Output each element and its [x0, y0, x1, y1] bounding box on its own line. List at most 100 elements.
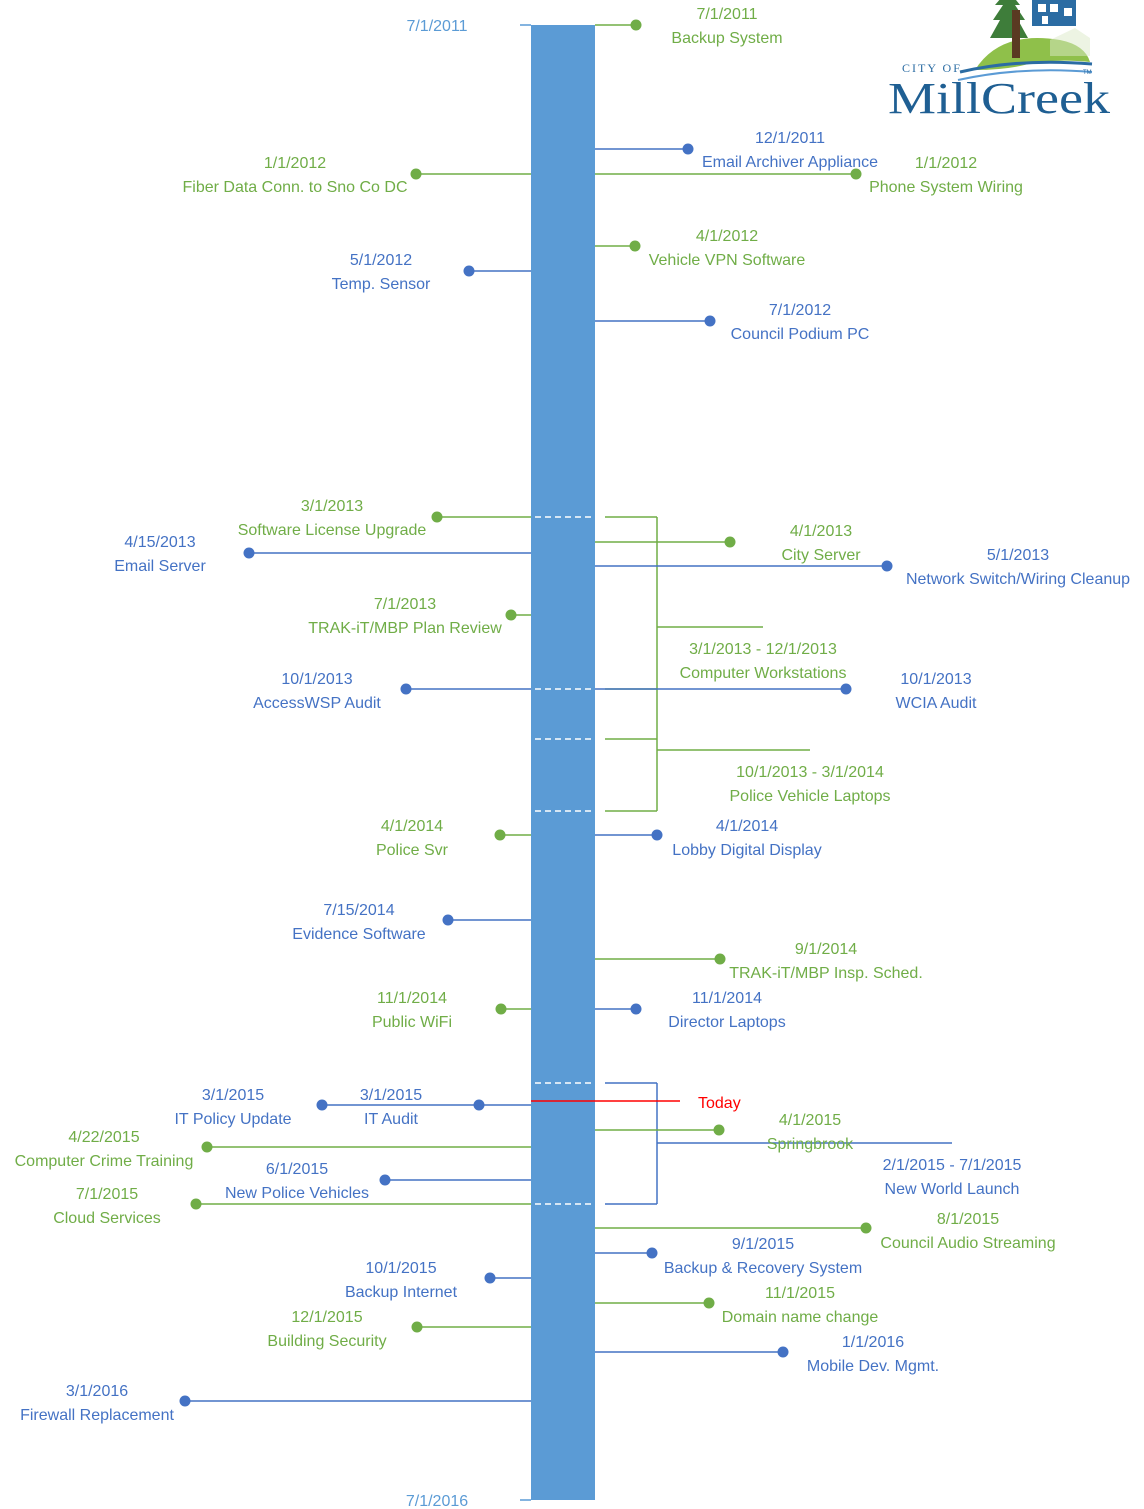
range-dates-new-world-launch: 2/1/2015 - 7/1/2015: [883, 1157, 1022, 1174]
range-dates-computer-workstations: 3/1/2013 - 12/1/2013: [689, 641, 837, 658]
milestone-date-council-audio-streaming: 8/1/2015: [937, 1211, 999, 1228]
milestone-name-email-server: Email Server: [114, 558, 206, 575]
milestone-dot-public-wifi: [495, 1003, 507, 1015]
milestone-date-lobby-digital-display: 4/1/2014: [716, 818, 778, 835]
milestone-name-email-archiver-appliance: Email Archiver Appliance: [702, 154, 878, 171]
milestone-name-springbrook: Springbrook: [767, 1136, 854, 1153]
milestone-name-building-security: Building Security: [267, 1333, 386, 1350]
milestone-dot-vehicle-vpn-software: [629, 240, 641, 252]
axis-start-label: 7/1/2011: [406, 18, 467, 35]
milestone-name-it-audit: IT Audit: [364, 1111, 419, 1128]
milestone-name-accesswsp-audit: AccessWSP Audit: [253, 695, 381, 712]
milestone-dot-evidence-software: [442, 914, 454, 926]
milestone-date-phone-system-wiring: 1/1/2012: [915, 155, 977, 172]
milestone-dot-trak-it-plan-review: [505, 609, 517, 621]
range-name-new-world-launch: New World Launch: [885, 1181, 1020, 1198]
milestone-name-temp-sensor: Temp. Sensor: [332, 276, 431, 293]
milestone-dot-it-audit: [473, 1099, 485, 1111]
milestone-name-phone-system-wiring: Phone System Wiring: [869, 179, 1023, 196]
axis-end-label: 7/1/2016: [406, 1493, 468, 1509]
milestone-date-temp-sensor: 5/1/2012: [350, 252, 412, 269]
milestone-date-springbrook: 4/1/2015: [779, 1112, 841, 1129]
milestone-date-fiber-data-conn: 1/1/2012: [264, 155, 326, 172]
milestone-dot-fiber-data-conn: [410, 168, 422, 180]
milestone-dot-email-server: [243, 547, 255, 559]
milestone-name-computer-crime-training: Computer Crime Training: [15, 1153, 194, 1170]
milestone-name-council-podium-pc: Council Podium PC: [731, 326, 870, 343]
milestone-date-mobile-dev-mgmt: 1/1/2016: [842, 1334, 904, 1351]
milestone-name-trak-it-insp-sched: TRAK-iT/MBP Insp. Sched.: [729, 965, 923, 982]
milestone-date-backup-system: 7/1/2011: [696, 6, 757, 23]
today-label: Today: [698, 1095, 741, 1112]
milestone-date-backup-internet: 10/1/2015: [365, 1260, 436, 1277]
milestone-name-fiber-data-conn: Fiber Data Conn. to Sno Co DC: [183, 179, 408, 196]
milestone-dot-temp-sensor: [463, 265, 475, 277]
milestone-dot-wcia-audit: [840, 683, 852, 695]
milestone-dot-director-laptops: [630, 1003, 642, 1015]
milestone-dot-email-archiver-appliance: [682, 143, 694, 155]
milestone-name-software-license-upgrade: Software License Upgrade: [238, 522, 427, 539]
milestone-date-network-switch: 5/1/2013: [987, 547, 1049, 564]
milestone-date-it-policy-update: 3/1/2015: [202, 1087, 264, 1104]
range-name-police-vehicle-laptops: Police Vehicle Laptops: [730, 788, 891, 805]
milestone-name-firewall-replacement: Firewall Replacement: [20, 1407, 174, 1424]
milestone-date-police-svr: 4/1/2014: [381, 818, 443, 835]
milestone-dot-domain-name-change: [703, 1297, 715, 1309]
milestone-date-trak-it-insp-sched: 9/1/2014: [795, 941, 857, 958]
milestone-date-firewall-replacement: 3/1/2016: [66, 1383, 128, 1400]
milestone-date-new-police-vehicles: 6/1/2015: [266, 1161, 328, 1178]
milestone-dot-city-server: [724, 536, 736, 548]
milestone-name-trak-it-plan-review: TRAK-iT/MBP Plan Review: [308, 620, 502, 637]
milestone-date-accesswsp-audit: 10/1/2013: [281, 671, 352, 688]
milestone-name-mobile-dev-mgmt: Mobile Dev. Mgmt.: [807, 1358, 939, 1375]
milestone-name-public-wifi: Public WiFi: [372, 1014, 452, 1031]
range-name-computer-workstations: Computer Workstations: [680, 665, 847, 682]
milestone-dot-council-podium-pc: [704, 315, 716, 327]
milestone-dot-software-license-upgrade: [431, 511, 443, 523]
milestone-dot-council-audio-streaming: [860, 1222, 872, 1234]
milestone-date-vehicle-vpn-software: 4/1/2012: [696, 228, 758, 245]
milestone-dot-cloud-services: [190, 1198, 202, 1210]
milestone-name-lobby-digital-display: Lobby Digital Display: [672, 842, 821, 859]
milestone-date-wcia-audit: 10/1/2013: [900, 671, 971, 688]
milestone-name-police-svr: Police Svr: [376, 842, 449, 859]
milestone-dot-mobile-dev-mgmt: [777, 1346, 789, 1358]
milestone-dot-it-policy-update: [316, 1099, 328, 1111]
milestone-name-director-laptops: Director Laptops: [668, 1014, 785, 1031]
milestone-date-email-server: 4/15/2013: [124, 534, 195, 551]
milestone-dot-network-switch: [881, 560, 893, 572]
milestone-date-building-security: 12/1/2015: [291, 1309, 362, 1326]
milestone-dot-backup-internet: [484, 1272, 496, 1284]
milestone-dot-building-security: [411, 1321, 423, 1333]
milestone-name-evidence-software: Evidence Software: [292, 926, 426, 943]
milestone-date-city-server: 4/1/2013: [790, 523, 852, 540]
milestone-name-vehicle-vpn-software: Vehicle VPN Software: [649, 252, 806, 269]
milestone-dot-accesswsp-audit: [400, 683, 412, 695]
milestone-date-computer-crime-training: 4/22/2015: [68, 1129, 139, 1146]
milestone-date-domain-name-change: 11/1/2015: [765, 1285, 835, 1302]
milestone-date-cloud-services: 7/1/2015: [76, 1186, 138, 1203]
milestone-name-council-audio-streaming: Council Audio Streaming: [880, 1235, 1055, 1252]
milestone-dot-phone-system-wiring: [850, 168, 862, 180]
milestone-date-public-wifi: 11/1/2014: [377, 990, 447, 1007]
milestone-dot-trak-it-insp-sched: [714, 953, 726, 965]
milestone-name-city-server: City Server: [781, 547, 861, 564]
milestone-dot-firewall-replacement: [179, 1395, 191, 1407]
milestone-name-wcia-audit: WCIA Audit: [896, 695, 977, 712]
milestone-date-council-podium-pc: 7/1/2012: [769, 302, 831, 319]
milestone-dot-new-police-vehicles: [379, 1174, 391, 1186]
milestone-dot-backup-system: [630, 19, 642, 31]
milestone-name-cloud-services: Cloud Services: [53, 1210, 161, 1227]
milestone-name-new-police-vehicles: New Police Vehicles: [225, 1185, 369, 1202]
milestone-name-backup-system: Backup System: [671, 30, 782, 47]
milestone-dot-backup-recovery-system: [646, 1247, 658, 1259]
milestone-dot-lobby-digital-display: [651, 829, 663, 841]
range-dates-police-vehicle-laptops: 10/1/2013 - 3/1/2014: [736, 764, 884, 781]
milestone-name-backup-recovery-system: Backup & Recovery System: [664, 1260, 862, 1277]
milestone-dot-police-svr: [494, 829, 506, 841]
milestone-date-email-archiver-appliance: 12/1/2011: [755, 130, 825, 147]
milestone-date-backup-recovery-system: 9/1/2015: [732, 1236, 794, 1253]
milestone-date-trak-it-plan-review: 7/1/2013: [374, 596, 436, 613]
milestone-name-it-policy-update: IT Policy Update: [174, 1111, 291, 1128]
